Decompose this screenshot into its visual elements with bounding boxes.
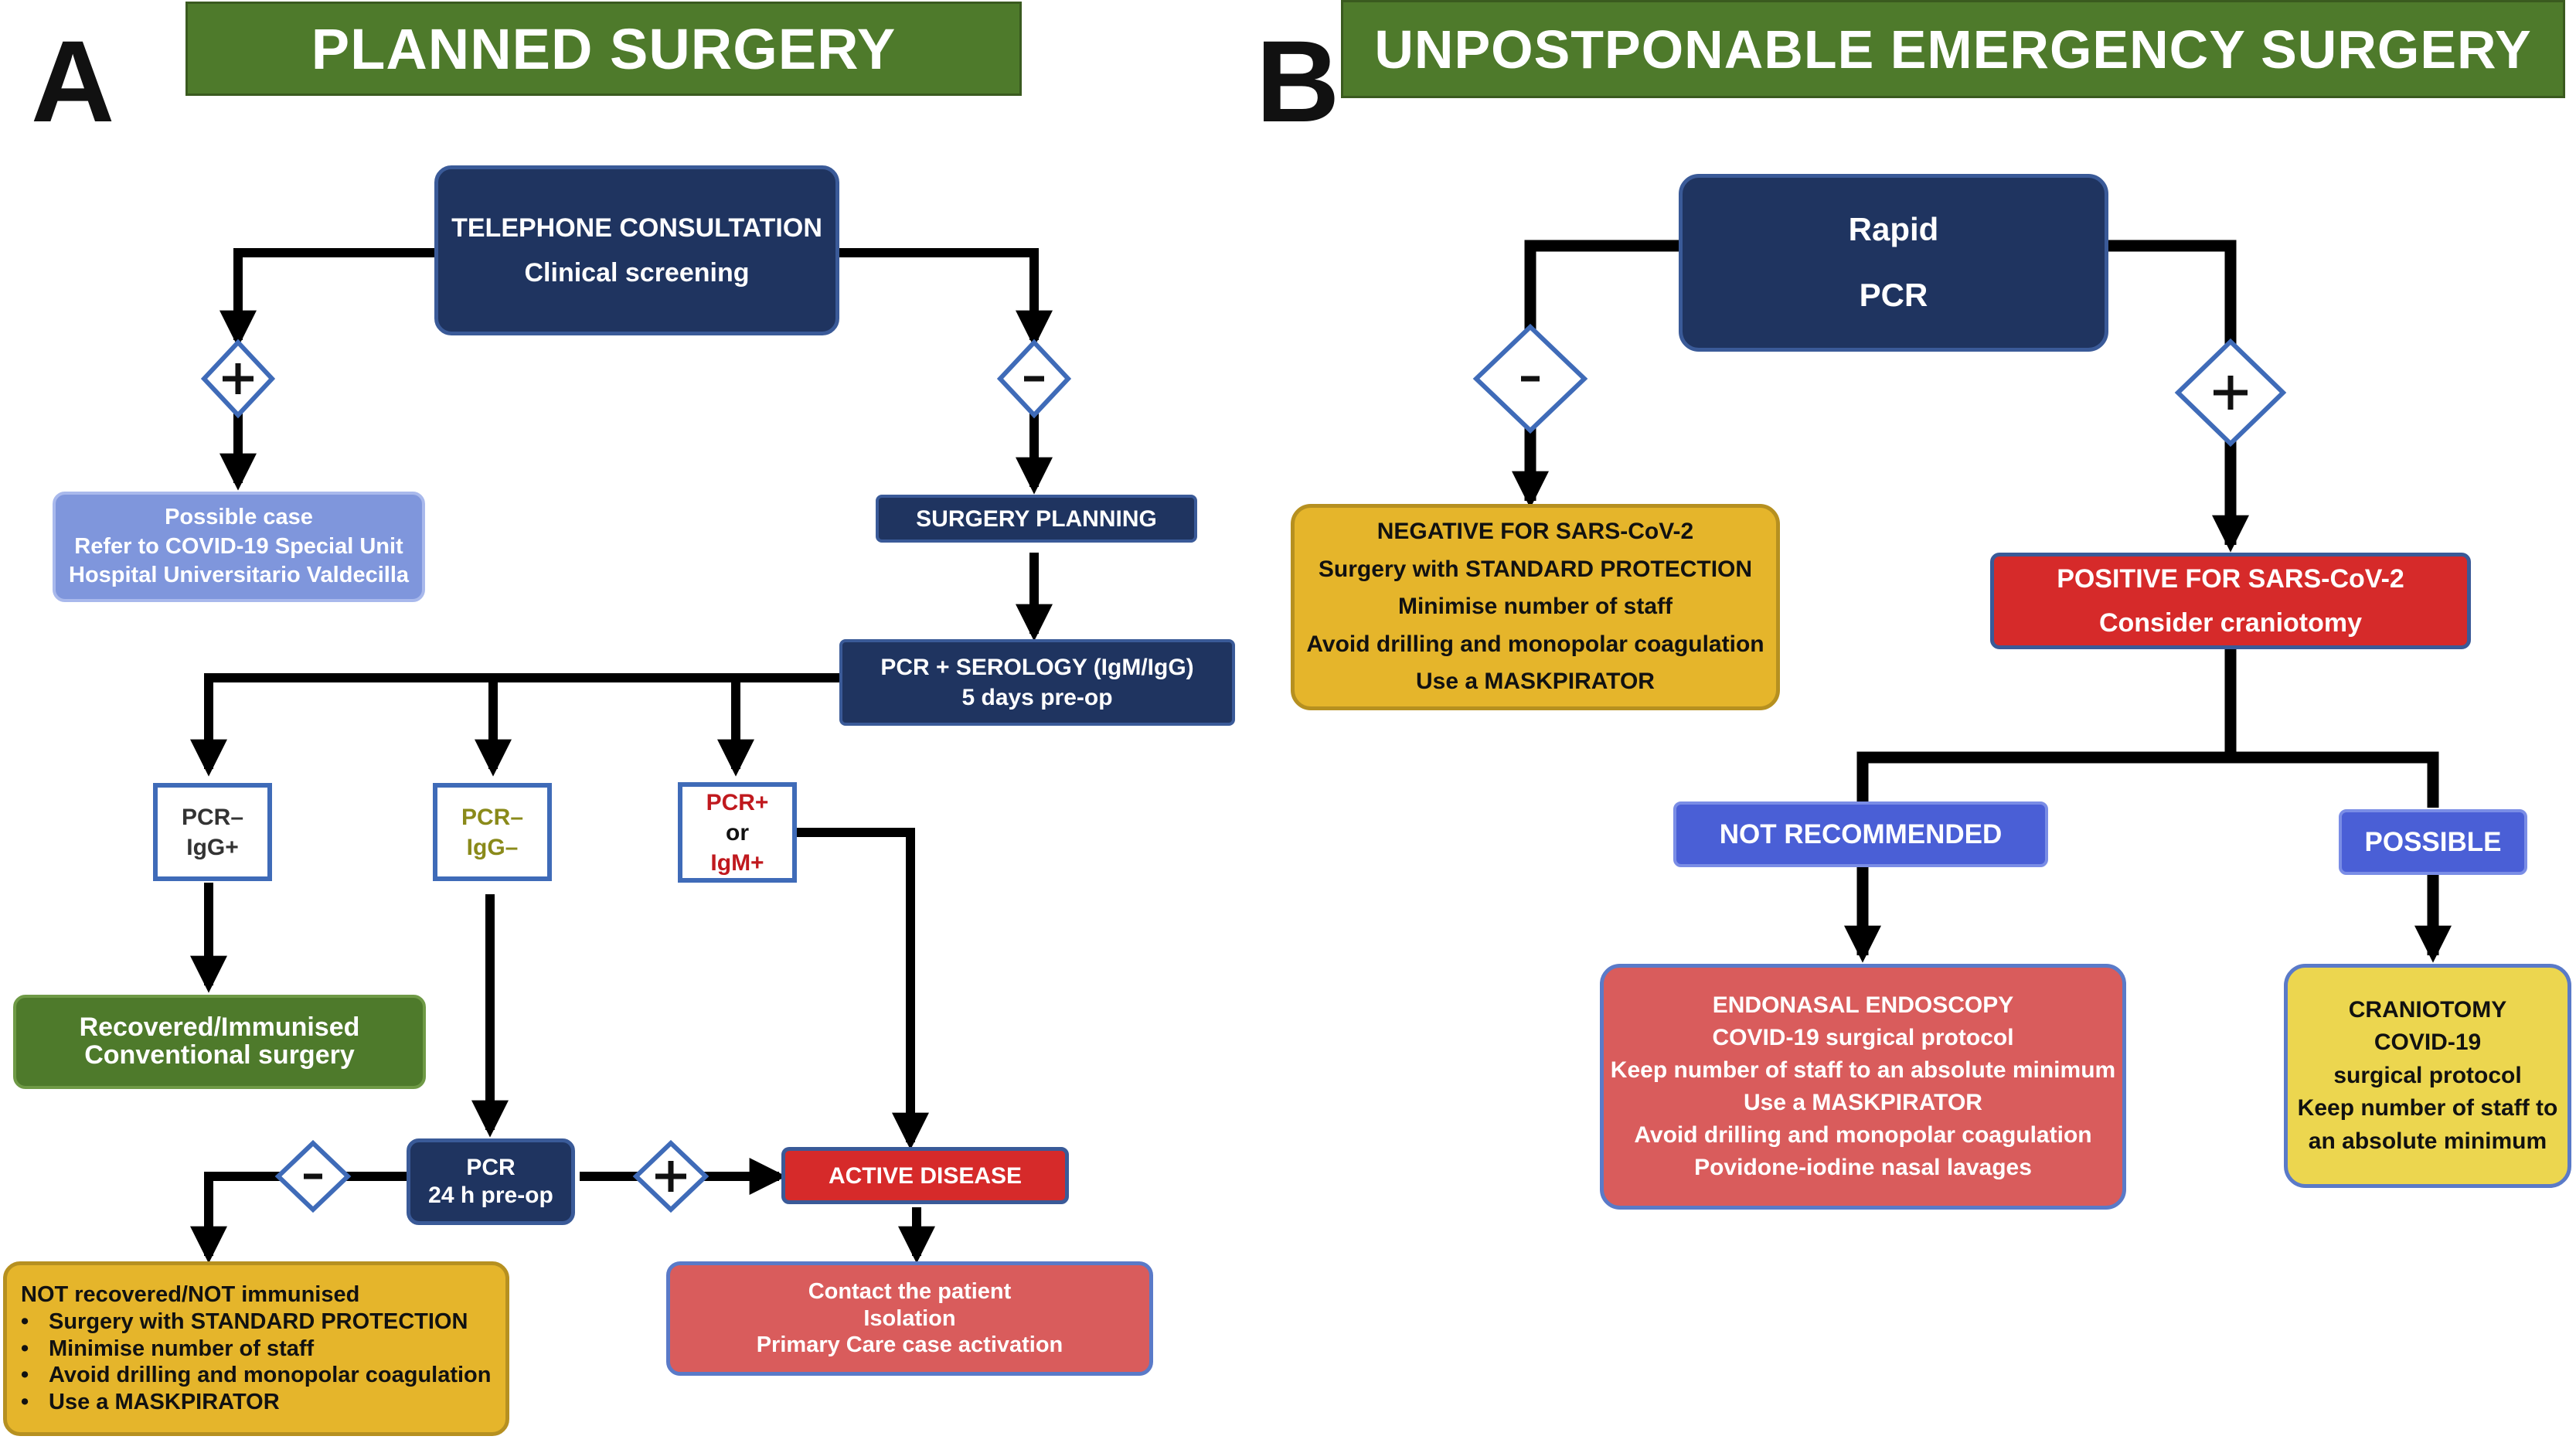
craniotomy-line: surgical protocol (2333, 1062, 2522, 1088)
craniotomy-line: Keep number of staff to (2297, 1095, 2558, 1121)
rapid-pcr-line1: Rapid (1848, 211, 1939, 248)
endonasal-line: Keep number of staff to an absolute mini… (1610, 1057, 2116, 1083)
res2-line1: PCR– (461, 804, 524, 830)
possible-case-line3: Hospital Universitario Valdecilla (69, 563, 409, 588)
positive-line2: Consider craniotomy (2098, 607, 2363, 638)
contact-line3: Primary Care case activation (756, 1332, 1063, 1358)
possible-case-line1: Possible case (165, 504, 313, 529)
negative-line: Minimise number of staff (1397, 594, 1673, 620)
res3-line2: or (726, 819, 749, 846)
line-positive-to-possible (2231, 751, 2439, 808)
res1-line2: IgG+ (186, 834, 239, 860)
line-telephone-to-minus (838, 248, 1053, 348)
endonasal-line: Avoid drilling and monopolar coagulation (1634, 1122, 2092, 1148)
panel-b-label: B (1256, 16, 1340, 146)
surgery-planning-box: SURGERY PLANNING (876, 495, 1197, 543)
recovered-line2: Conventional surgery (84, 1040, 355, 1070)
line-pcr-to-minus (1524, 240, 1681, 340)
active-disease-box: ACTIVE DISEASE (781, 1147, 1069, 1204)
line-positive-split (1856, 649, 2237, 804)
pcr-serology-line2: 5 days pre-op (961, 685, 1113, 710)
contact-patient-box: Contact the patient Isolation Primary Ca… (666, 1261, 1153, 1376)
emergency-surgery-banner: UNPOSTPONABLE EMERGENCY SURGERY (1341, 0, 2565, 98)
negative-line: NEGATIVE FOR SARS-CoV-2 (1376, 519, 1694, 545)
pcr-serology-box: PCR + SEROLOGY (IgM/IgG) 5 days pre-op (839, 639, 1235, 726)
negative-line: Avoid drilling and monopolar coagulation (1306, 631, 1764, 657)
positive-line1: POSITIVE FOR SARS-CoV-2 (2057, 564, 2404, 594)
result-pcr-neg-igg-pos: PCR– IgG+ (153, 783, 272, 881)
res2-line2: IgG– (466, 834, 519, 860)
rapid-pcr-box: Rapid PCR (1679, 174, 2108, 352)
pcr24-line1: PCR (466, 1155, 516, 1180)
pcr-serology-line1: PCR + SEROLOGY (IgM/IgG) (880, 655, 1194, 680)
negative-line: Surgery with STANDARD PROTECTION (1318, 556, 1753, 582)
recovered-immunised-box: Recovered/Immunised Conventional surgery (13, 995, 426, 1089)
pcr24-line2: 24 h pre-op (428, 1183, 553, 1208)
recovered-line1: Recovered/Immunised (79, 1012, 360, 1043)
endonasal-endoscopy-box: ENDONASAL ENDOSCOPY COVID-19 surgical pr… (1600, 964, 2126, 1210)
craniotomy-box: CRANIOTOMY COVID-19 surgical protocol Ke… (2284, 964, 2571, 1188)
positive-sars-box: POSITIVE FOR SARS-CoV-2 Consider craniot… (1990, 553, 2471, 649)
telephone-line1: TELEPHONE CONSULTATION (451, 213, 822, 243)
not-recovered-item: Minimise number of staff (21, 1336, 314, 1363)
res1-line1: PCR– (181, 804, 244, 830)
res3-line3: IgM+ (710, 849, 764, 876)
not-recovered-item: Surgery with STANDARD PROTECTION (21, 1309, 468, 1336)
negative-sars-box: NEGATIVE FOR SARS-CoV-2 Surgery with STA… (1291, 504, 1780, 710)
endonasal-line: ENDONASAL ENDOSCOPY (1712, 992, 2014, 1018)
possible-case-line2: Refer to COVID-19 Special Unit (74, 533, 403, 559)
not-recovered-box: NOT recovered/NOT immunised Surgery with… (3, 1261, 509, 1436)
line-res3-to-active (796, 828, 929, 1150)
telephone-consultation-box: TELEPHONE CONSULTATION Clinical screenin… (434, 165, 839, 335)
rapid-pcr-line2: PCR (1859, 277, 1928, 313)
contact-line1: Contact the patient (808, 1278, 1012, 1304)
not-recommended-box: NOT RECOMMENDED (1673, 801, 2048, 867)
endonasal-line: Povidone-iodine nasal lavages (1694, 1155, 2032, 1180)
craniotomy-line: an absolute minimum (2308, 1128, 2547, 1154)
pcr-24h-box: PCR 24 h pre-op (407, 1138, 575, 1225)
panel-a-label: A (31, 16, 115, 146)
not-recovered-item: Use a MASKPIRATOR (21, 1389, 280, 1416)
possible-box: POSSIBLE (2339, 809, 2527, 875)
craniotomy-line: CRANIOTOMY (2348, 996, 2507, 1023)
result-pcr-pos-or-igm-pos: PCR+ or IgM+ (678, 782, 797, 883)
craniotomy-line: COVID-19 (2374, 1029, 2482, 1056)
endonasal-line: COVID-19 surgical protocol (1712, 1025, 2014, 1050)
not-recovered-title: NOT recovered/NOT immunised (21, 1282, 360, 1307)
line-telephone-to-plus (219, 248, 436, 348)
res3-line1: PCR+ (706, 789, 769, 815)
result-pcr-neg-igg-neg: PCR– IgG– (433, 783, 552, 881)
contact-line2: Isolation (863, 1305, 956, 1331)
planned-surgery-banner: PLANNED SURGERY (185, 2, 1022, 96)
endonasal-line: Use a MASKPIRATOR (1744, 1090, 1982, 1115)
line-serology-left (190, 673, 839, 777)
telephone-line2: Clinical screening (524, 258, 750, 288)
possible-case-box: Possible case Refer to COVID-19 Special … (53, 492, 425, 602)
line-pcr-to-plus (2107, 240, 2237, 349)
negative-line: Use a MASKPIRATOR (1416, 669, 1655, 695)
not-recovered-item: Avoid drilling and monopolar coagulation (21, 1362, 491, 1389)
